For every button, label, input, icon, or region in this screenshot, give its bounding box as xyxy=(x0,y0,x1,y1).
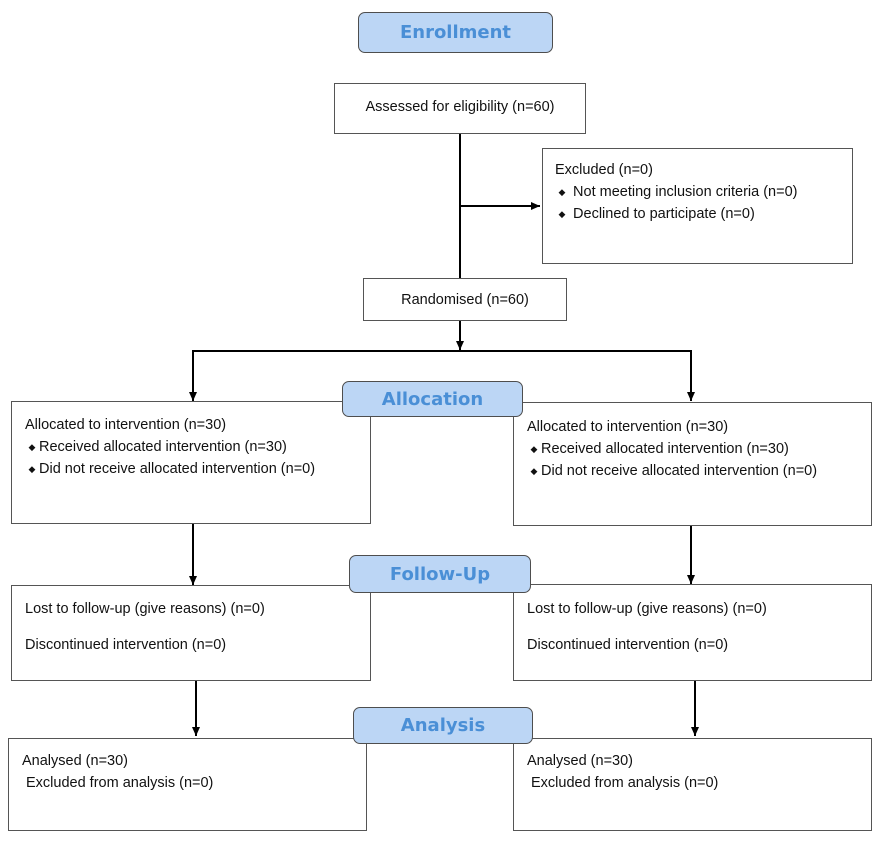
excluded-item: ◆ Not meeting inclusion criteria (n=0) xyxy=(555,181,852,203)
stage-enrollment: Enrollment xyxy=(358,12,553,53)
randomised-box: Randomised (n=60) xyxy=(363,278,567,321)
right-followup-box: Lost to follow-up (give reasons) (n=0) D… xyxy=(513,584,872,681)
connector-split-bar xyxy=(192,350,692,400)
allocation-title: Allocated to intervention (n=30) xyxy=(25,417,227,433)
diamond-bullet-icon: ◆ xyxy=(530,466,538,476)
right-allocation-box: Allocated to intervention (n=30) ◆Receiv… xyxy=(513,402,872,526)
diamond-bullet-icon: ◆ xyxy=(530,444,538,454)
allocation-title: Allocated to intervention (n=30) xyxy=(527,419,729,435)
left-allocation-box: Allocated to intervention (n=30) ◆Receiv… xyxy=(11,401,371,524)
diamond-bullet-icon: ◆ xyxy=(28,442,36,452)
allocation-item: ◆Received allocated intervention (n=30) xyxy=(25,436,370,458)
allocation-item: ◆Did not receive allocated intervention … xyxy=(25,458,370,480)
stage-follow-up: Follow-Up xyxy=(349,555,531,593)
excluded-title: Excluded (n=0) xyxy=(555,162,653,178)
diamond-bullet-icon: ◆ xyxy=(28,464,36,474)
allocation-item: ◆Received allocated intervention (n=30) xyxy=(527,438,871,460)
followup-lost: Lost to follow-up (give reasons) (n=0) xyxy=(25,601,265,617)
diamond-bullet-icon: ◆ xyxy=(558,209,566,219)
stage-analysis: Analysis xyxy=(353,707,533,744)
excluded-box: Excluded (n=0) ◆ Not meeting inclusion c… xyxy=(542,148,853,264)
analysis-analysed: Analysed (n=30) xyxy=(22,753,128,769)
analysis-excluded: Excluded from analysis (n=0) xyxy=(26,775,214,791)
left-followup-box: Lost to follow-up (give reasons) (n=0) D… xyxy=(11,585,371,681)
excluded-item: ◆ Declined to participate (n=0) xyxy=(555,203,852,225)
assessed-text: Assessed for eligibility (n=60) xyxy=(365,99,555,115)
randomised-text: Randomised (n=60) xyxy=(401,292,529,308)
followup-lost: Lost to follow-up (give reasons) (n=0) xyxy=(527,601,767,617)
left-analysis-box: Analysed (n=30) Excluded from analysis (… xyxy=(8,738,367,831)
stage-allocation: Allocation xyxy=(342,381,523,417)
analysis-analysed: Analysed (n=30) xyxy=(527,753,633,769)
assessed-box: Assessed for eligibility (n=60) xyxy=(334,83,586,134)
followup-discontinued: Discontinued intervention (n=0) xyxy=(527,637,729,653)
diamond-bullet-icon: ◆ xyxy=(558,187,566,197)
followup-discontinued: Discontinued intervention (n=0) xyxy=(25,637,227,653)
right-analysis-box: Analysed (n=30) Excluded from analysis (… xyxy=(513,738,872,831)
analysis-excluded: Excluded from analysis (n=0) xyxy=(531,775,719,791)
allocation-item: ◆Did not receive allocated intervention … xyxy=(527,460,871,482)
